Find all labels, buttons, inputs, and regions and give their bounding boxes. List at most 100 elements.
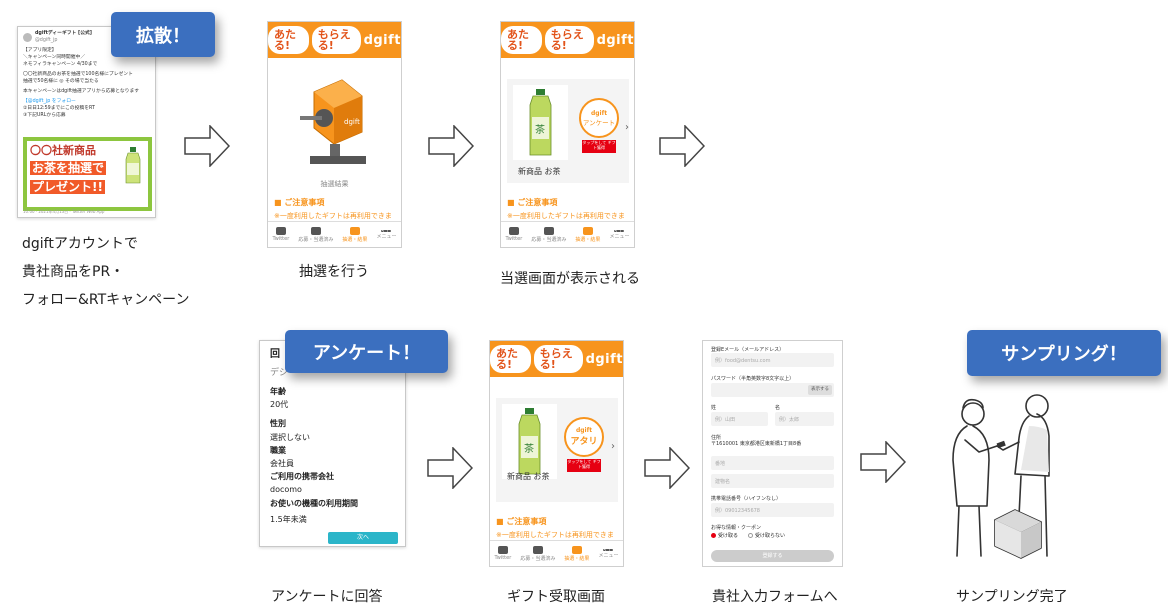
bottom-nav[interactable]: Twitter 応募・当選済み 抽選・結果 メニュー bbox=[268, 221, 401, 247]
lottery-screen: あたる! もらえる! dgift dgift 抽選結果 ■ ご注意事項 ※一度利… bbox=[267, 21, 402, 248]
product-name: 新商品 お茶 bbox=[507, 472, 550, 481]
gift-receive-screen: あたる! もらえる! dgift 茶 dgift アタリ タップをして ギフト獲… bbox=[489, 340, 624, 567]
survey-question: 職業 bbox=[270, 445, 286, 455]
coupon-yes-radio[interactable]: 受け取る bbox=[711, 532, 738, 539]
survey-question: ご利用の携帯会社 bbox=[270, 472, 334, 482]
notice-title: ■ ご注意事項 bbox=[507, 198, 558, 207]
show-password-button[interactable]: 表示する bbox=[808, 385, 832, 395]
email-field[interactable]: 例）food@dentsu.com bbox=[711, 353, 834, 367]
header-bubble: あたる! bbox=[268, 26, 309, 54]
nav-lottery[interactable]: 抽選・結果 bbox=[342, 226, 367, 243]
password-field[interactable] bbox=[711, 383, 834, 397]
survey-screen: 回 デジ 年齢 20代 性別 選択しない 職業 会社員 ご利用の携帯会社 doc… bbox=[259, 340, 406, 547]
arrow-right-icon bbox=[860, 441, 906, 483]
coupon-label: お得な情報・クーポン bbox=[711, 525, 762, 531]
tag-kakusan: 拡散！ bbox=[111, 12, 215, 57]
chevron-right-icon[interactable]: › bbox=[625, 122, 629, 133]
arrow-right-icon bbox=[184, 125, 230, 167]
tweet-handle: @dgift_jp bbox=[35, 37, 58, 43]
nav-menu[interactable]: メニュー bbox=[609, 229, 629, 240]
get-gift-button[interactable]: タップをして ギフト獲得 bbox=[567, 459, 601, 472]
banner-title: プレゼント!! bbox=[30, 179, 105, 194]
get-gift-button[interactable]: タップをして ギフト獲得 bbox=[582, 140, 616, 153]
tweet-line: 抽選で50名様に ◎ その場で当たる bbox=[23, 78, 99, 84]
nav-applied[interactable]: 応募・当選済み bbox=[520, 545, 555, 562]
survey-answer[interactable]: 1.5年未満 bbox=[270, 514, 307, 524]
nav-menu[interactable]: メニュー bbox=[598, 548, 618, 559]
brand-logo: dgift bbox=[596, 32, 634, 48]
tweet-account: dgiftディーギフト [公式] bbox=[35, 31, 92, 36]
address-value: 〒1610001 東京都港区東新橋1丁目8番 bbox=[711, 441, 802, 447]
survey-title: 回 bbox=[270, 349, 280, 360]
campaign-banner: 〇〇社新商品 お茶を抽選で プレゼント!! bbox=[23, 137, 152, 211]
tea-bottle-icon: 茶 bbox=[502, 404, 557, 479]
survey-question: 性別 bbox=[270, 419, 286, 429]
nav-applied[interactable]: 応募・当選済み bbox=[298, 226, 333, 243]
brand-logo: dgift bbox=[363, 32, 401, 48]
first-name-label: 名 bbox=[775, 405, 781, 411]
svg-text:茶: 茶 bbox=[535, 123, 545, 136]
arrow-right-icon bbox=[428, 125, 474, 167]
nav-lottery[interactable]: 抽選・結果 bbox=[575, 226, 600, 243]
arrow-right-icon bbox=[427, 447, 473, 489]
atari-badge[interactable]: dgift アタリ bbox=[564, 417, 604, 457]
header-bubble: もらえる! bbox=[533, 345, 583, 373]
brand-logo: dgift bbox=[585, 351, 623, 367]
app-header: あたる! もらえる! dgift bbox=[268, 22, 401, 58]
bottom-nav[interactable]: Twitter 応募・当選済み 抽選・結果 メニュー bbox=[490, 540, 623, 566]
phone-field[interactable]: 例）09012345678 bbox=[711, 503, 834, 517]
email-label: 登録Eメール（メールアドレス） bbox=[711, 347, 785, 353]
tweet-line: 本キャンペーンはdgift抽選アプリから応募となります bbox=[23, 88, 140, 94]
survey-answer[interactable]: 会社員 bbox=[270, 458, 294, 468]
step4-caption: アンケートに回答 bbox=[271, 589, 383, 605]
password-label: パスワード（半角英数字8文字以上） bbox=[711, 376, 795, 382]
header-bubble: あたる! bbox=[501, 26, 542, 54]
lottery-machine-icon: dgift bbox=[296, 72, 376, 172]
tweet-line: 【アプリ限定】 bbox=[23, 47, 57, 53]
step1-caption-line3: フォロー&RTキャンペーン bbox=[22, 292, 190, 308]
step2-caption: 抽選を行う bbox=[299, 264, 369, 280]
survey-answer[interactable]: 選択しない bbox=[270, 432, 310, 442]
header-bubble: もらえる! bbox=[311, 26, 361, 54]
notice-title: ■ ご注意事項 bbox=[274, 198, 325, 207]
bottom-nav[interactable]: Twitter 応募・当選済み 抽選・結果 メニュー bbox=[501, 221, 634, 247]
survey-subtitle: デジ bbox=[270, 368, 289, 378]
survey-question: お使いの機種の利用期間 bbox=[270, 498, 358, 508]
building-field[interactable]: 建物名 bbox=[711, 474, 834, 488]
tweet-line: ②日日12:59までにこの投稿をRT bbox=[23, 105, 95, 111]
header-bubble: もらえる! bbox=[544, 26, 594, 54]
next-button[interactable]: 次へ bbox=[328, 532, 398, 544]
nav-menu[interactable]: メニュー bbox=[376, 229, 396, 240]
first-name-field[interactable]: 例）太郎 bbox=[775, 412, 834, 426]
enquete-badge[interactable]: dgift アンケート bbox=[579, 98, 619, 138]
tweet-line: ネモフィラキャンペーン 4/30まで bbox=[23, 61, 98, 67]
nav-twitter[interactable]: Twitter bbox=[273, 227, 289, 242]
nav-lottery[interactable]: 抽選・結果 bbox=[564, 545, 589, 562]
badge-label: アタリ bbox=[570, 437, 598, 447]
tweet-line: 〇〇社新商品のお茶を抽選で100名様にプレゼント bbox=[23, 71, 133, 77]
nav-applied[interactable]: 応募・当選済み bbox=[531, 226, 566, 243]
tweet-line: 【@dgift_jp をフォロー bbox=[23, 98, 76, 104]
tea-bottle-icon: 茶 bbox=[513, 85, 568, 160]
lottery-result-label: 抽選結果 bbox=[320, 180, 349, 188]
last-name-field[interactable]: 例）山田 bbox=[711, 412, 768, 426]
tweet-footer: 10:00 · 2021年4月13日 · Twitter Web App bbox=[23, 209, 105, 214]
submit-button[interactable]: 登録する bbox=[711, 550, 834, 562]
address-label: 住所 bbox=[711, 435, 722, 441]
arrow-right-icon bbox=[659, 125, 705, 167]
tweet-line: ＼キャンペーン同時開催中／ bbox=[23, 54, 86, 60]
step6-caption: 貴社入力フォームへ bbox=[712, 589, 838, 605]
coupon-no-radio[interactable]: 受け取らない bbox=[748, 532, 785, 539]
street-field[interactable]: 番地 bbox=[711, 456, 834, 470]
survey-answer[interactable]: docomo bbox=[270, 485, 302, 495]
badge-brand: dgift bbox=[590, 109, 608, 117]
header-bubble: あたる! bbox=[490, 345, 531, 373]
survey-question: 年齢 bbox=[270, 387, 286, 396]
nav-twitter[interactable]: Twitter bbox=[495, 546, 511, 561]
step1-caption-line2: 貴社商品をPR・ bbox=[22, 264, 125, 280]
phone-label: 携帯電話番号（ハイフンなし） bbox=[711, 496, 782, 502]
chevron-right-icon[interactable]: › bbox=[611, 441, 615, 452]
step5-caption: ギフト受取画面 bbox=[507, 589, 605, 605]
survey-answer[interactable]: 20代 bbox=[270, 400, 289, 410]
nav-twitter[interactable]: Twitter bbox=[506, 227, 522, 242]
